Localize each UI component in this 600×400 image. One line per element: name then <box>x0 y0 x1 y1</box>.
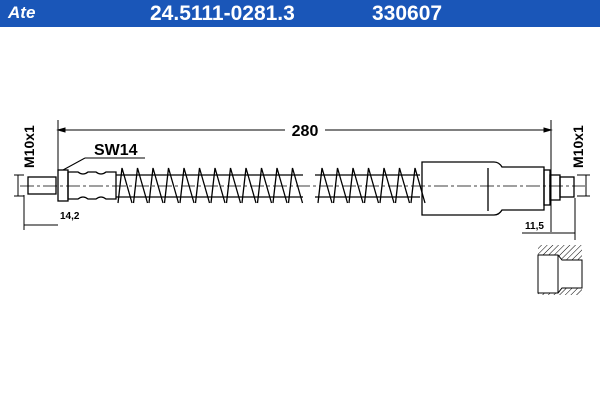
spring-coil <box>317 167 333 204</box>
spring-coil <box>194 167 211 204</box>
sw-leader <box>62 157 86 171</box>
right-thread-label: M10x1 <box>570 125 586 168</box>
spring-coil <box>363 167 380 204</box>
spring-coil <box>148 167 164 204</box>
spring-coil <box>348 167 364 204</box>
ate-logo: Ate <box>8 3 36 22</box>
spring-coil <box>225 167 242 204</box>
title-bar: Ate 24.5111-0281.3 330607 <box>0 0 600 27</box>
length-dimension <box>56 120 553 232</box>
right-length-label: 11,5 <box>525 221 544 232</box>
port-section-detail <box>537 245 583 295</box>
spring-coil <box>379 167 395 204</box>
article-code: 330607 <box>372 2 443 25</box>
spring-coil <box>179 167 195 204</box>
left-length-label: 14,2 <box>60 211 80 222</box>
wrench-size-label: SW14 <box>94 142 138 159</box>
spring-coil <box>210 167 226 204</box>
spring-coil <box>132 167 149 204</box>
left-thread-label: M10x1 <box>21 125 37 168</box>
hose <box>116 167 426 204</box>
spring-coil <box>117 167 133 204</box>
part-number: 24.5111-0281.3 <box>150 2 295 25</box>
spring-coil <box>256 167 273 204</box>
spring-coil <box>394 167 411 204</box>
right-thread-dimension <box>522 174 590 240</box>
spring-coil <box>163 167 180 204</box>
right-fitting <box>421 161 575 216</box>
length-label: 280 <box>292 123 319 140</box>
spring-coil <box>287 167 304 204</box>
spring-coil <box>241 167 257 204</box>
left-fitting <box>27 169 117 202</box>
spring-coil <box>332 167 349 204</box>
spring-coil <box>272 167 288 204</box>
spring-coil <box>410 167 426 204</box>
left-thread-dimension <box>14 174 58 230</box>
